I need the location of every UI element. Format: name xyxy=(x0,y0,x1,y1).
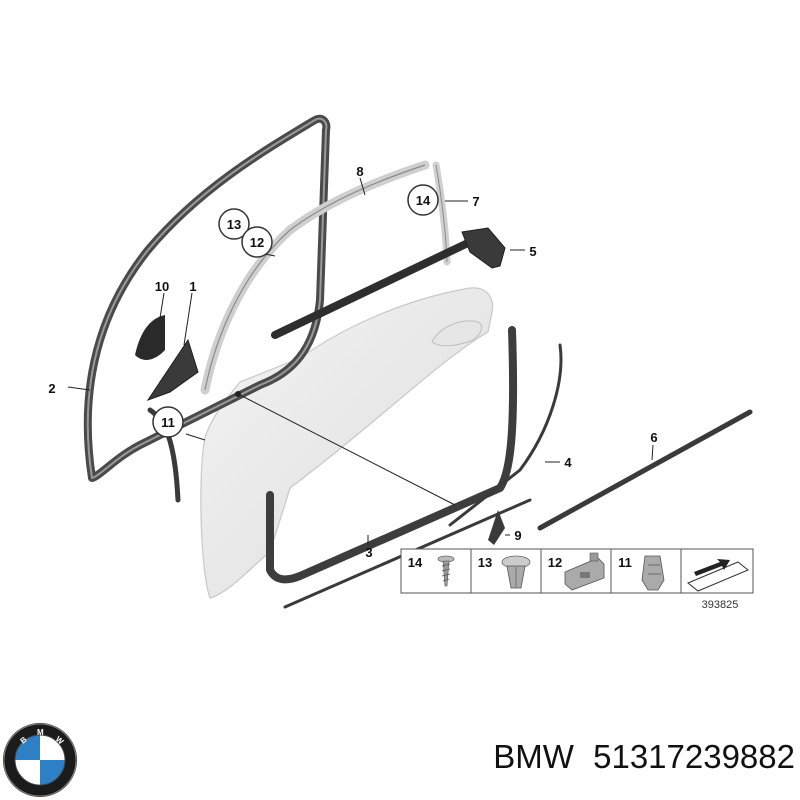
callout-9: 9 xyxy=(514,528,521,543)
rail-clip-icon xyxy=(564,552,605,591)
callout-7: 7 xyxy=(472,194,479,209)
part-10-mirror-cover xyxy=(135,315,165,360)
callout-12: 12 xyxy=(250,235,264,250)
part-4-thin-seal xyxy=(448,343,563,527)
callout-5: 5 xyxy=(529,244,536,259)
part-6-rocker-strip xyxy=(537,409,753,531)
callout-3: 3 xyxy=(365,545,372,560)
callout-13: 13 xyxy=(227,217,241,232)
callout-14-circle xyxy=(407,184,439,216)
part-1-mirror-triangle xyxy=(146,338,199,401)
part-7-pillar-strip xyxy=(432,161,451,266)
part-9-bracket xyxy=(488,510,505,545)
expanding-nut-icon xyxy=(501,555,531,589)
legend-num-11: 11 xyxy=(618,555,632,570)
callout-4: 4 xyxy=(564,455,572,470)
legend-num-12: 12 xyxy=(548,555,562,570)
callout-10: 10 xyxy=(155,279,169,294)
screw-icon xyxy=(437,555,455,587)
bmw-logo: B M W xyxy=(3,723,77,797)
callout-2: 2 xyxy=(48,381,55,396)
callout-6: 6 xyxy=(650,430,657,445)
svg-text:M: M xyxy=(37,728,44,737)
legend-num-13: 13 xyxy=(478,555,492,570)
callout-8: 8 xyxy=(356,164,363,179)
svg-text:B: B xyxy=(19,735,29,746)
reference-number: 393825 xyxy=(702,599,739,611)
fastener-legend: 14 13 12 11 xyxy=(400,548,754,594)
spring-clip-icon xyxy=(641,555,665,591)
callout-11: 11 xyxy=(161,415,175,430)
callout-14: 14 xyxy=(416,193,431,208)
callout-13-circle xyxy=(218,208,250,240)
callout-11-circle xyxy=(152,406,184,438)
arrow-reference-icon xyxy=(687,559,749,592)
leader-lines xyxy=(67,177,654,545)
callout-1: 1 xyxy=(189,279,196,294)
part-caption: BMW 51317239882 xyxy=(410,738,795,776)
part-5-belt-seal xyxy=(271,238,474,339)
caption-part-number: 51317239882 xyxy=(593,738,795,775)
legend-num-14: 14 xyxy=(408,555,423,570)
callout-12-circle xyxy=(241,226,273,258)
caption-brand: BMW xyxy=(493,738,574,775)
door-handle-recess xyxy=(431,320,483,347)
part-5-bracket xyxy=(461,227,506,269)
svg-text:W: W xyxy=(54,735,66,747)
